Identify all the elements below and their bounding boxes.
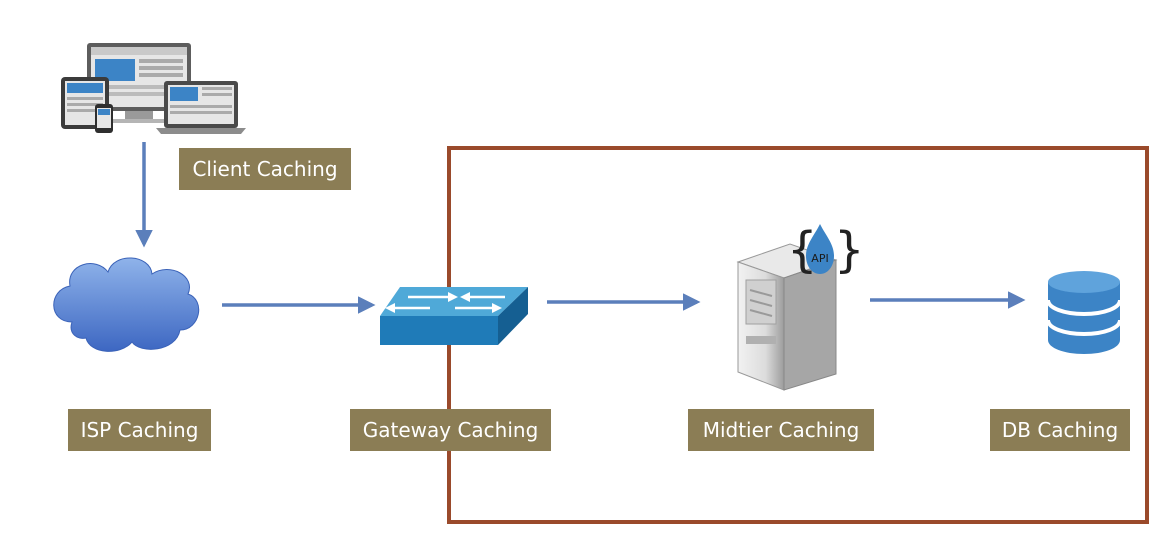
network-switch-icon [380,287,528,345]
node-label-client: Client Caching [179,148,351,190]
devices-icon [61,43,246,134]
node-label-db: DB Caching [990,409,1130,451]
drop-icon [806,224,834,274]
close-brace-glyph: } [834,222,865,278]
api-badge: API [811,252,828,265]
node-label-midtier: Midtier Caching [688,409,874,451]
cloud-icon [53,257,200,352]
node-label-gateway: Gateway Caching [350,409,551,451]
database-icon [1046,271,1122,354]
node-label-isp: ISP Caching [68,409,211,451]
server-api-icon: { } API [736,222,865,391]
